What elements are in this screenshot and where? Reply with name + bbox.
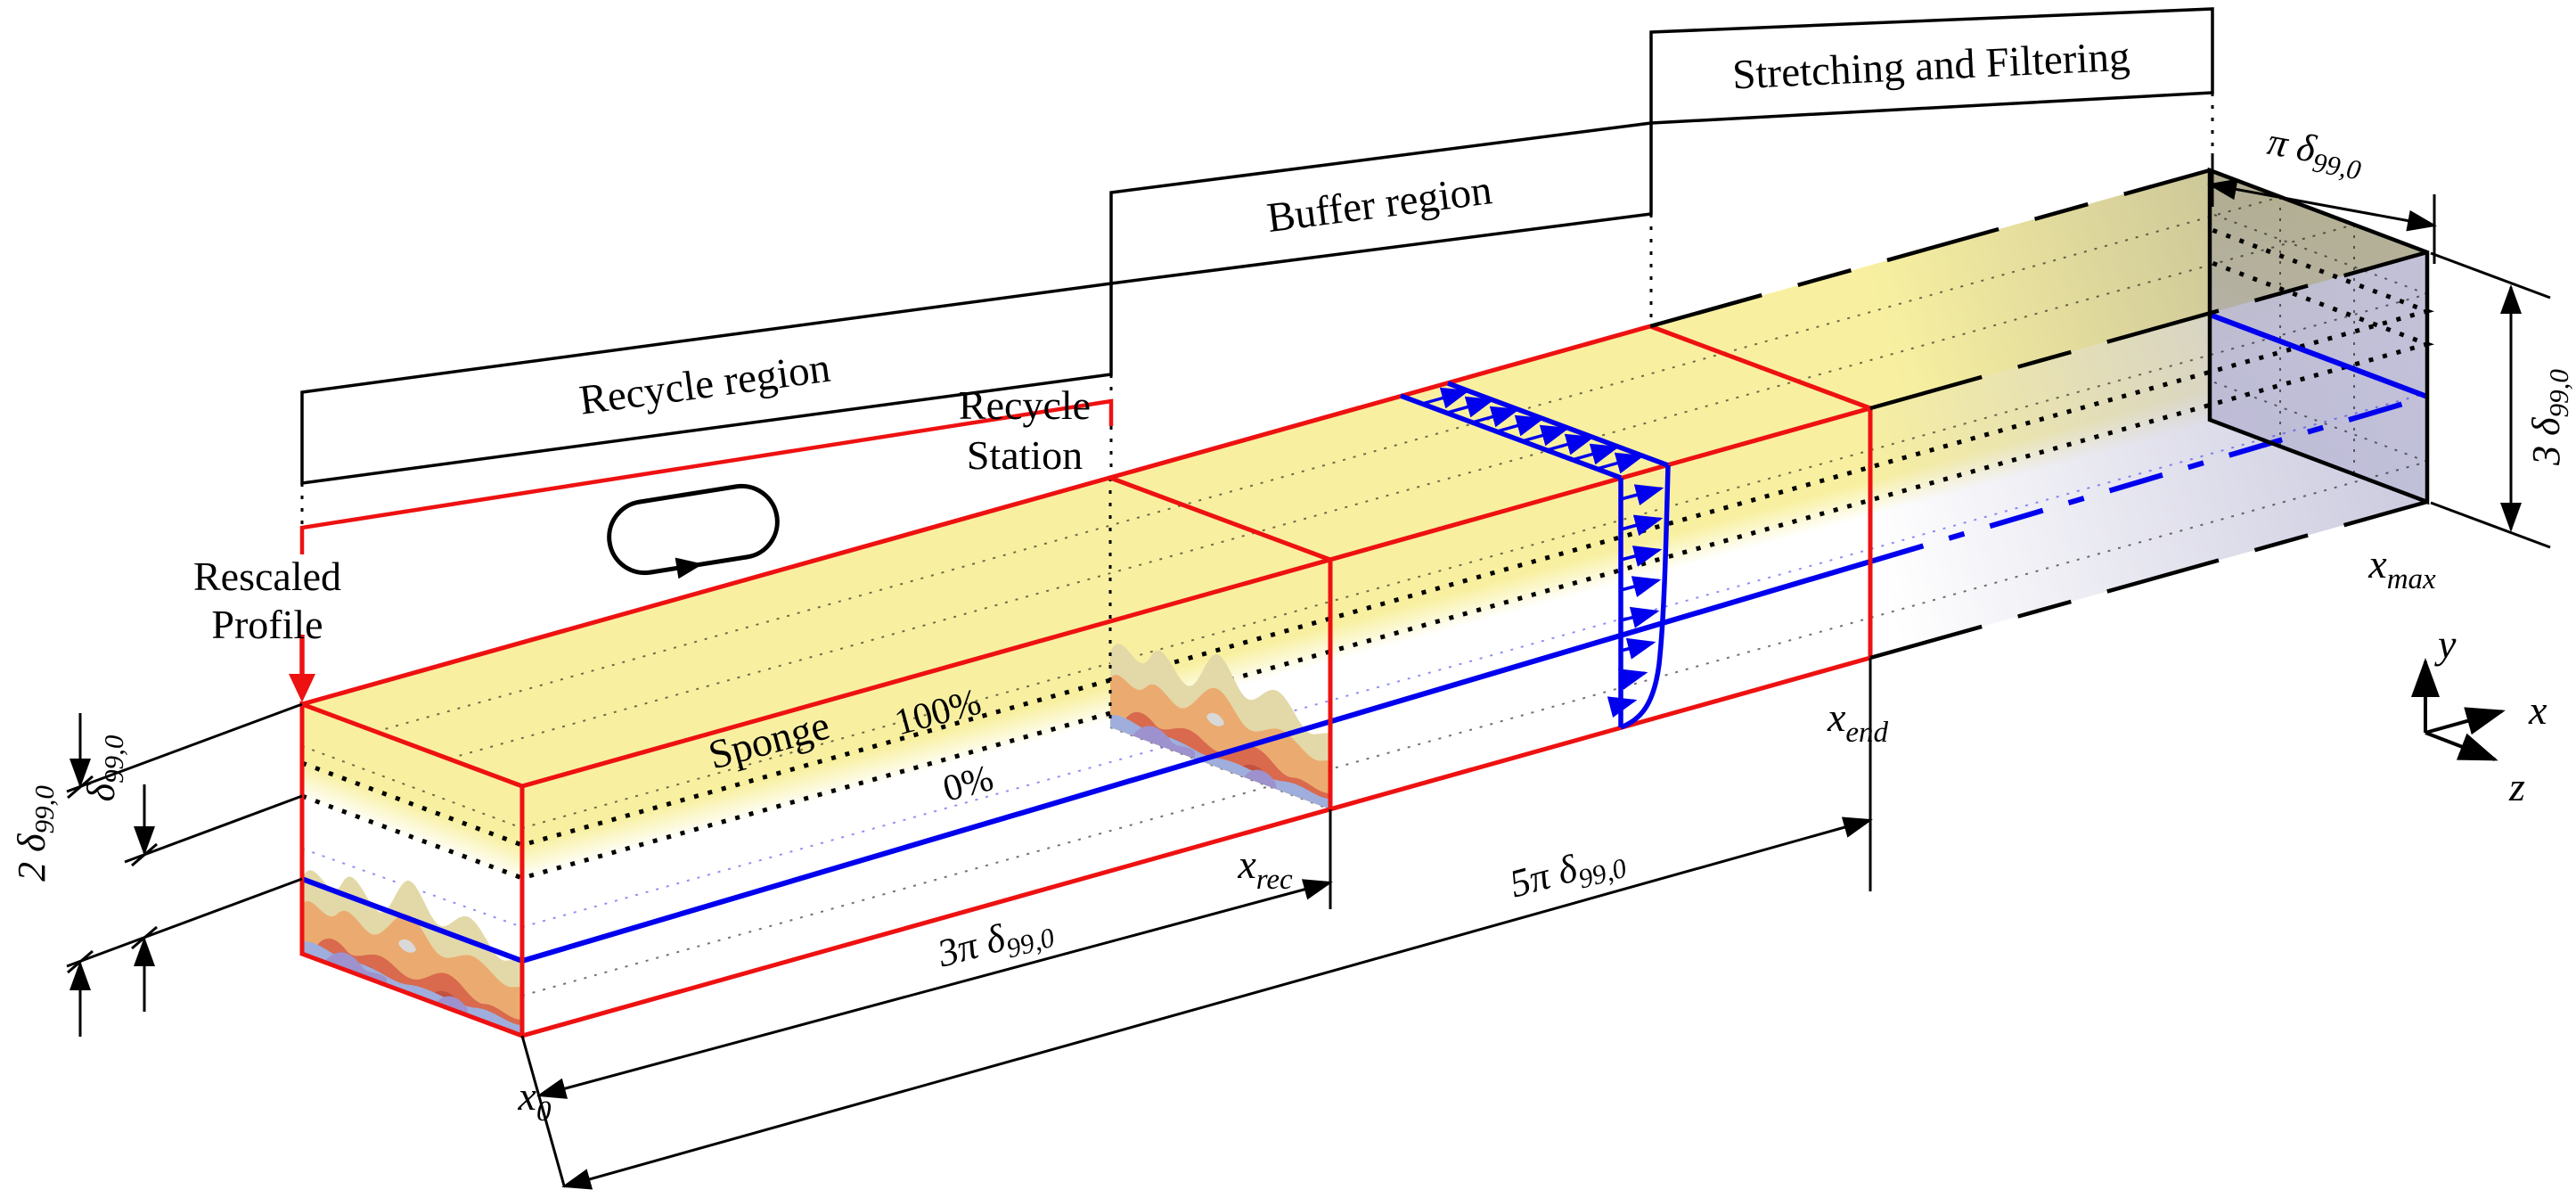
recycle-bracket: [299, 398, 1114, 554]
xrec-main: x: [1237, 841, 1256, 887]
right-dimensions: [2207, 178, 2551, 549]
label-dim-delta: δ99,0: [79, 734, 129, 801]
dim-2delta-sub: 99,0: [29, 785, 60, 834]
sponge-100-line: [301, 226, 2435, 848]
blue-dotted-guide: [301, 392, 2428, 928]
y-axis-label: y: [2434, 621, 2457, 667]
dim-pi-sub: 99,0: [2310, 146, 2364, 185]
top-back-edge-red: [301, 324, 1651, 707]
label-x0: x0: [518, 1073, 552, 1128]
xmax-main: x: [2367, 541, 2387, 587]
inlet-outline: [299, 701, 525, 1039]
label-xrec: xrec: [1237, 841, 1293, 896]
recycle-loop-icon: [607, 483, 780, 579]
bottom-dimensions: [520, 658, 1873, 1190]
label-rescaled-2: Profile: [211, 602, 323, 647]
top-back-edge-stretch: [1649, 168, 2211, 329]
front-face-stretch-overlay: [1870, 252, 2427, 658]
coordinate-axes: y x z: [2411, 621, 2547, 809]
dim-pi-line: [2207, 178, 2437, 232]
label-rescaled-1: Rescaled: [193, 554, 341, 599]
sponge-ramp-lines: [301, 226, 2435, 881]
dim-3delta-main: 3 δ: [2524, 416, 2568, 466]
dim-delta-sub: 99,0: [98, 734, 129, 784]
tick-3delta-bottom: [2430, 501, 2551, 549]
z-axis-arrow: [2425, 731, 2498, 761]
dim-3pi-main: 3π δ: [932, 915, 1010, 976]
profile-ladder-arrows: [1421, 387, 1645, 474]
x-axis-arrow: [2425, 707, 2506, 735]
dim-5pi-sub: 99,0: [1575, 852, 1631, 895]
left-dimensions: [66, 702, 303, 1037]
xend-top-crossline: [1649, 324, 1871, 411]
dim-2delta-main: 2 δ: [10, 833, 53, 882]
region-bands: [300, 7, 2214, 486]
x-axis-label: x: [2528, 687, 2547, 733]
xmax-sub: max: [2387, 563, 2436, 595]
xrec-top-crossline: [1109, 475, 1331, 562]
label-dim-3delta: 3 δ99,0: [2524, 369, 2574, 466]
x0-sub: 0: [536, 1095, 552, 1128]
label-xend: xend: [1827, 694, 1889, 749]
dim-5pi-main: 5π δ: [1505, 846, 1582, 906]
top-front-edge-stretch: [1869, 250, 2428, 411]
label-recycle-station-2: Station: [967, 432, 1083, 478]
band-drop-dotted: [300, 93, 2214, 528]
rescaled-profile-arrow: [289, 635, 315, 702]
x0-extension: [520, 1035, 566, 1186]
top-front-edge-red: [521, 406, 1871, 789]
profile-envelope: [1619, 464, 1671, 730]
sponge-0-line: [301, 259, 2435, 881]
ext-sponge0: [124, 794, 303, 864]
label-xmax: xmax: [2367, 541, 2436, 595]
x0-main: x: [518, 1073, 537, 1119]
z-axis-label: z: [2508, 764, 2525, 809]
ext-top-corner: [66, 702, 303, 793]
label-dim-pi: π δ99,0: [2263, 119, 2367, 186]
label-dim-2delta: 2 δ99,0: [10, 785, 60, 882]
grid-dotted-lines: [301, 196, 2428, 997]
bottom-front-edge-stretch: [1869, 499, 2428, 661]
profile-arrows: [1607, 484, 1664, 718]
dim-5pi-line: [561, 816, 1873, 1190]
velocity-profile: [1400, 381, 1671, 730]
profile-ladder-line1: [1400, 393, 1622, 480]
xend-sub: end: [1845, 717, 1888, 749]
xend-main: x: [1827, 694, 1846, 740]
label-dim-5pi: 5π δ99,0: [1505, 833, 1630, 912]
ext-blue: [66, 877, 303, 968]
tick-3delta-top: [2430, 251, 2551, 300]
xrec-sub: rec: [1256, 864, 1293, 896]
label-recycle-station-1: Recycle: [959, 382, 1091, 428]
dim-delta-main: δ: [79, 782, 123, 801]
dim-pi-main: π δ: [2264, 119, 2320, 171]
dim-3delta-sub: 99,0: [2543, 369, 2574, 418]
